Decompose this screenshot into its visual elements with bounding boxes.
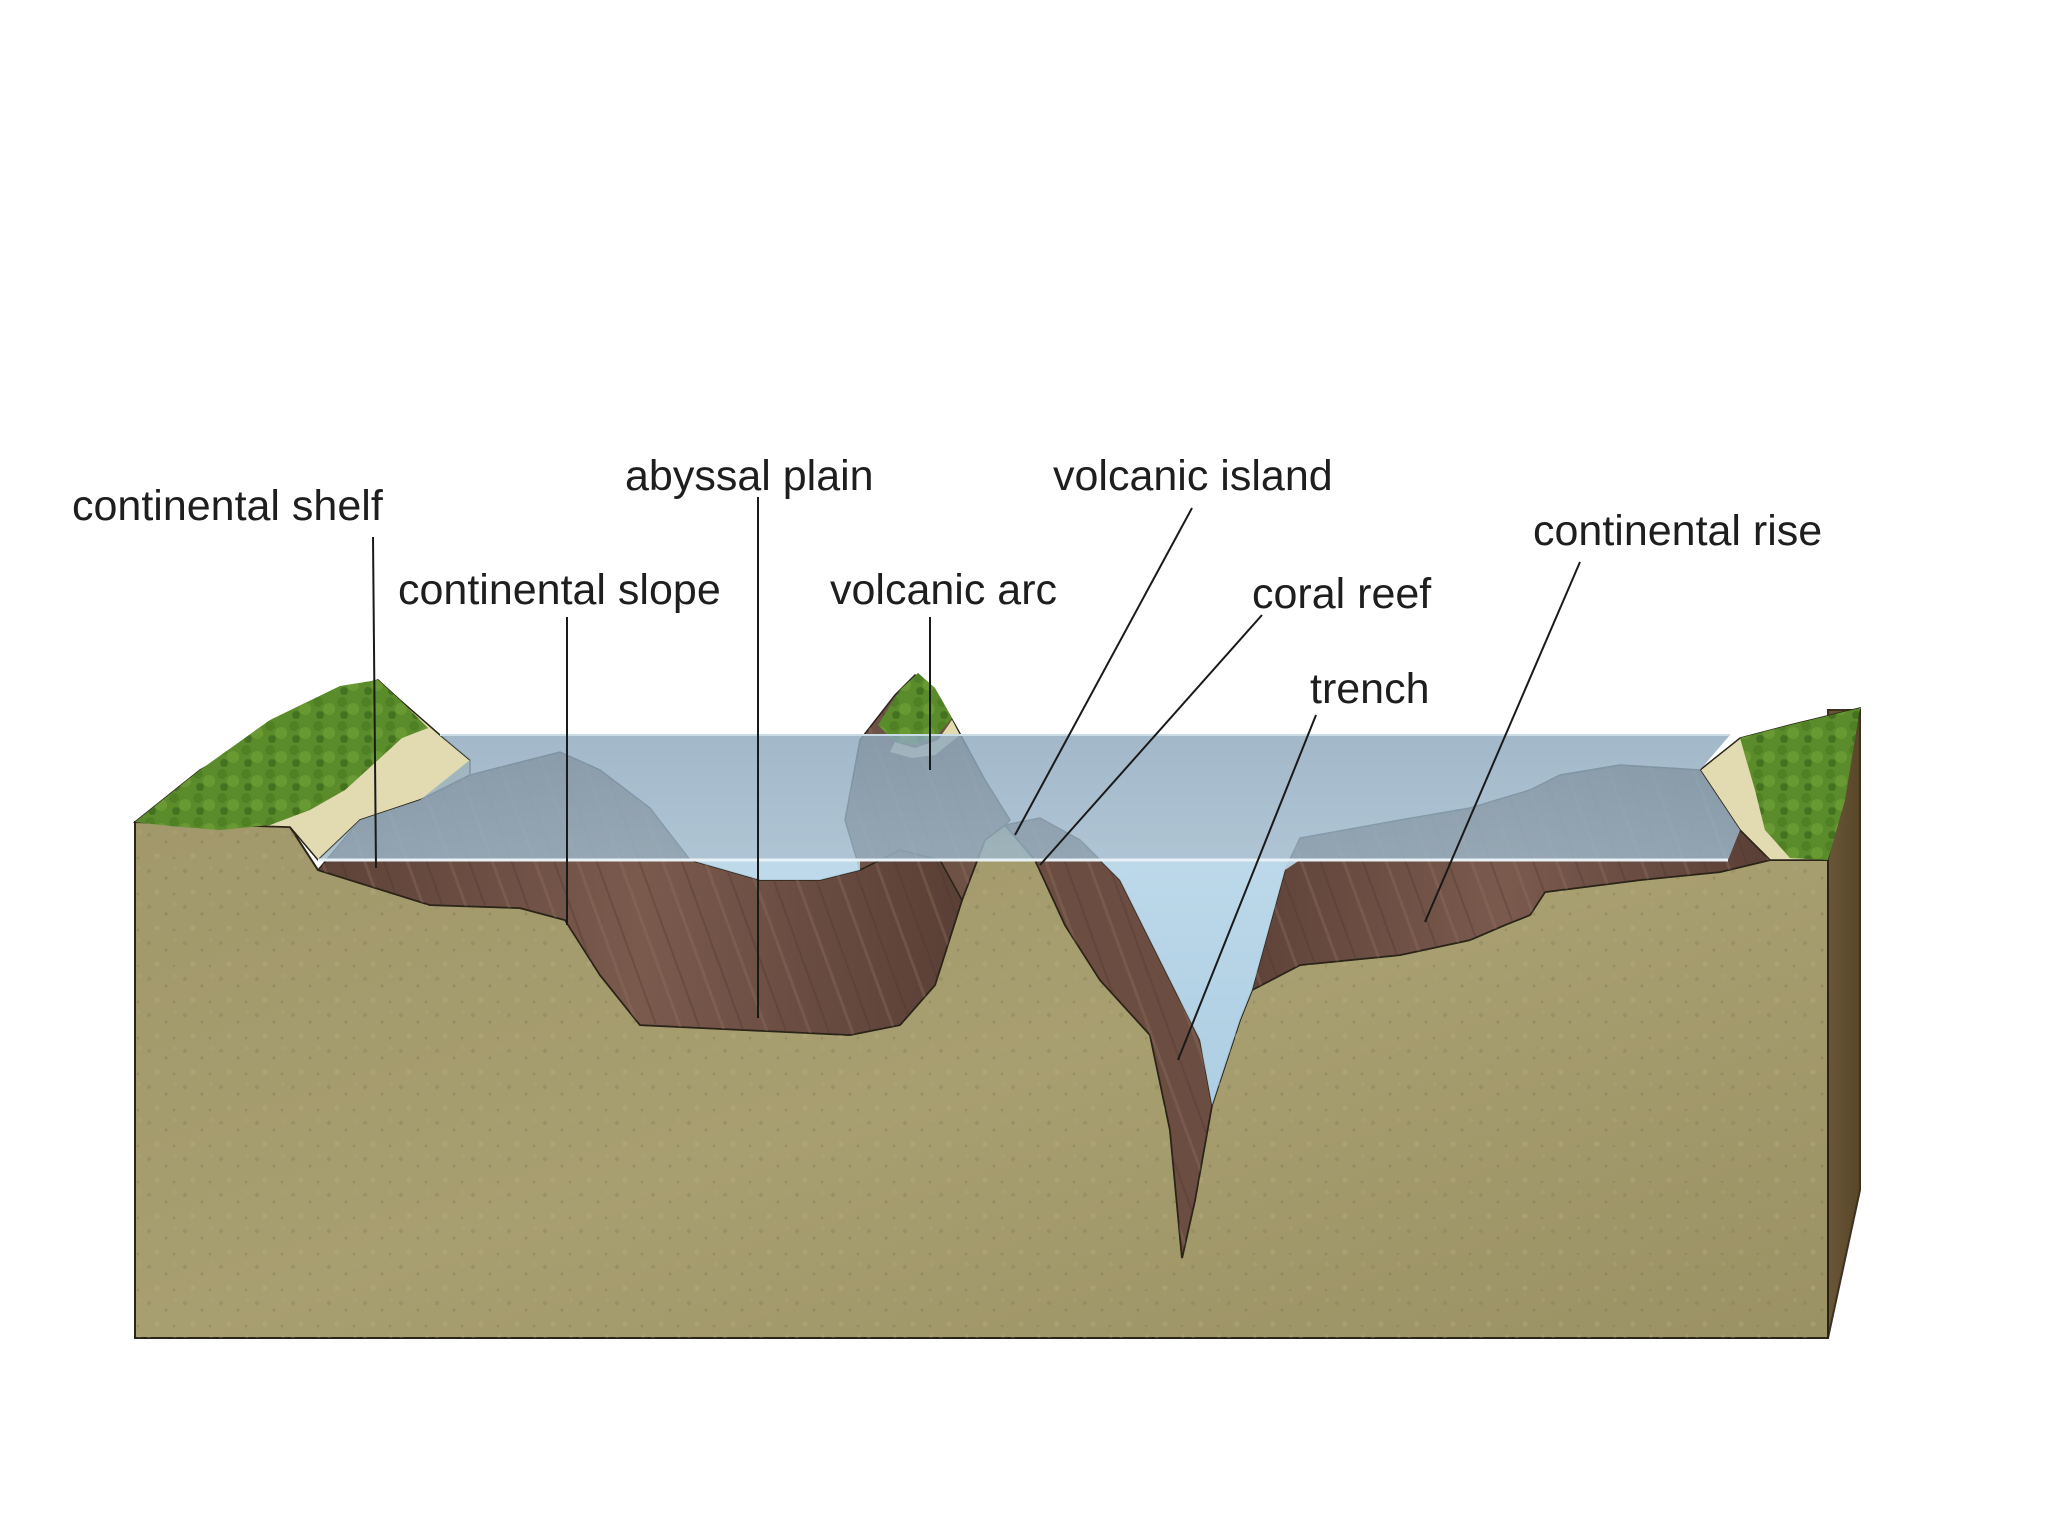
label-continental-slope: continental slope (398, 566, 721, 614)
leader-volcanic-island (1014, 507, 1193, 836)
label-continental-shelf: continental shelf (72, 482, 384, 530)
leader-trench (1177, 714, 1317, 1061)
label-coral-reef: coral reef (1252, 570, 1432, 618)
label-volcanic-arc: volcanic arc (830, 566, 1057, 614)
label-trench: trench (1310, 665, 1430, 713)
abyssal-water (690, 860, 860, 880)
label-volcanic-island: volcanic island (1053, 452, 1333, 500)
label-abyssal-plain: abyssal plain (625, 452, 874, 500)
leader-continental-shelf (372, 536, 377, 869)
leader-coral-reef (1039, 614, 1263, 866)
ocean-surface (318, 735, 1740, 860)
trench-water (1100, 860, 1300, 1105)
leader-continental-rise (1424, 561, 1581, 923)
label-continental-rise: continental rise (1533, 507, 1822, 555)
